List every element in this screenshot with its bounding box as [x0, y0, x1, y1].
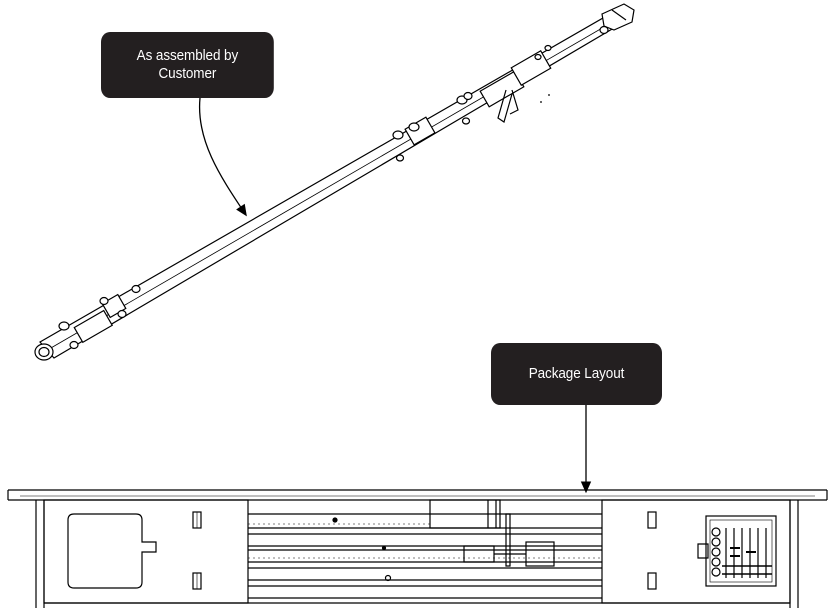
package-tubes [248, 513, 602, 599]
pole-hook [497, 89, 519, 123]
pole-bolt [69, 340, 79, 350]
packed-tube-end [429, 499, 501, 529]
pole-bolt [534, 53, 542, 61]
right-end-insert [601, 499, 791, 604]
package-box [7, 489, 828, 608]
assembled-callout-line2: Customer [158, 65, 217, 82]
assembled-callout-line1: As assembled by [136, 47, 239, 64]
left-cutout [67, 513, 157, 589]
assembled-callout: As assembled by Customer [101, 32, 274, 98]
pole-joint [73, 309, 114, 344]
pole-bolt [544, 44, 552, 52]
pole-bolt [461, 117, 471, 125]
pole-bolt [463, 91, 473, 101]
pole-bolt [58, 321, 70, 331]
right-slot [647, 511, 657, 529]
assembled-pole [34, 3, 635, 361]
pole-bolt [395, 154, 405, 162]
left-end-insert [43, 499, 249, 604]
pole-bolt [599, 25, 609, 35]
packed-sleeve [463, 545, 495, 563]
right-slot [647, 572, 657, 590]
package-layout-callout: Package Layout [491, 343, 662, 405]
assembled-arrow [198, 97, 247, 217]
pole-bolt [408, 122, 420, 132]
packed-hook [505, 513, 511, 567]
pole-end-cap-right [601, 3, 635, 31]
package-layout-label: Package Layout [528, 365, 625, 382]
pole-bolt [392, 130, 404, 140]
pole-bolt [99, 296, 109, 306]
hardware-bag [697, 515, 777, 587]
pole-joint [510, 50, 552, 86]
pole-bolt [131, 284, 141, 294]
pole-bolt [117, 309, 127, 319]
